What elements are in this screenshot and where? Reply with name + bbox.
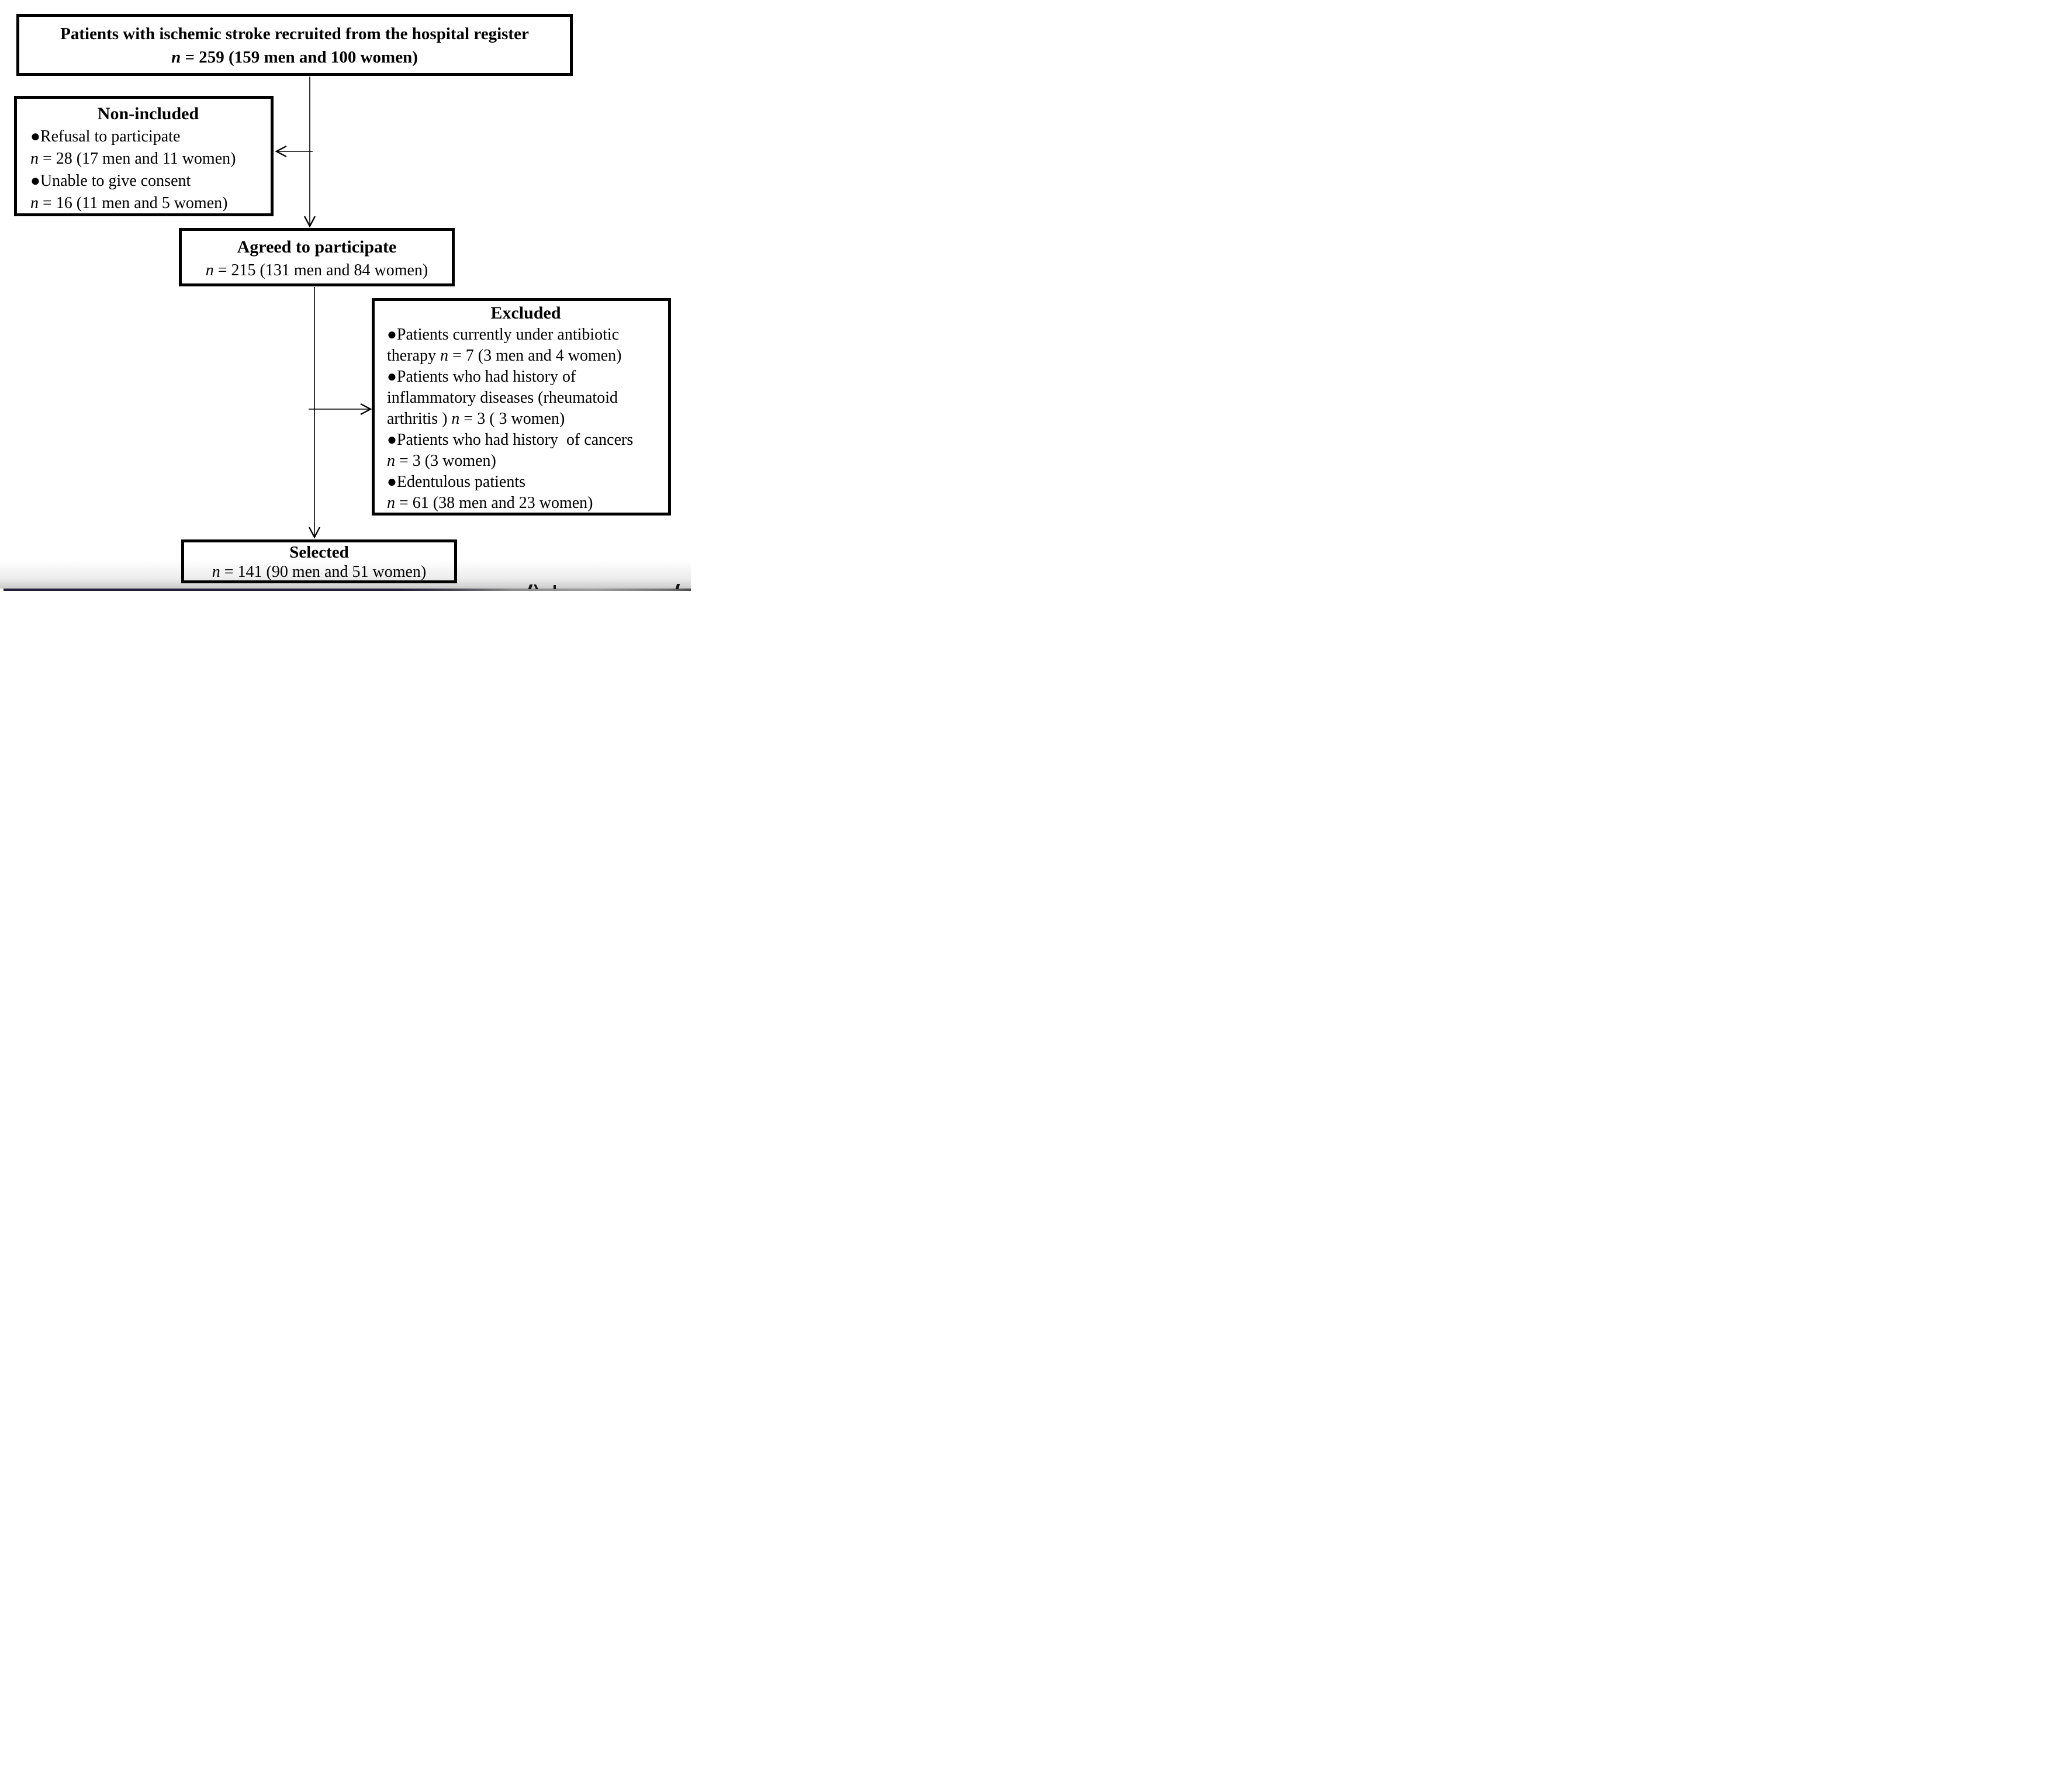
box-excluded: Excluded ●Patients currently under antib… — [372, 298, 671, 516]
flow-diagram: Patients with ischemic stroke recruited … — [0, 0, 691, 597]
box-text-line: ●Patients currently under antibiotic — [387, 326, 620, 344]
box-text-line: n = 215 (131 men and 84 women) — [205, 261, 428, 279]
box-text-line: ●Patients who had history of cancers — [387, 431, 634, 449]
box-non-included-title: Non-included — [97, 104, 199, 123]
box-excluded-body: ●Patients currently under antibiotic ther… — [387, 324, 665, 514]
box-selected: Selected n = 141 (90 men and 51 women) — [181, 539, 457, 583]
page-edge-line — [4, 589, 691, 591]
box-text-line: n = 28 (17 men and 11 women) — [30, 150, 236, 168]
box-selected-title: Selected — [289, 543, 349, 562]
page-artifact-mark — [554, 585, 556, 589]
box-selected-body: n = 141 (90 men and 51 women) — [184, 562, 454, 582]
box-text-line: n = 16 (11 men and 5 women) — [30, 194, 228, 212]
box-text-line: ●Refusal to participate — [30, 127, 181, 146]
box-text-line: n = 141 (90 men and 51 women) — [212, 563, 427, 581]
arrow-recruited-to-agreed — [303, 77, 316, 228]
box-agreed: Agreed to participate n = 215 (131 men a… — [179, 228, 455, 286]
box-text-line: ●Edentulous patients — [387, 473, 525, 491]
box-text-line: n = 3 (3 women) — [387, 452, 496, 470]
box-text-line: arthritis ) n = 3 ( 3 women) — [387, 410, 565, 428]
box-text-line: ●Patients who had history of — [387, 368, 576, 386]
box-text-line: therapy n = 7 (3 men and 4 women) — [387, 347, 622, 365]
box-text-line: inflammatory diseases (rheumatoid — [387, 389, 618, 407]
arrow-branch-to-non-included — [275, 145, 313, 158]
arrow-branch-to-excluded — [309, 403, 372, 416]
box-agreed-title: Agreed to participate — [237, 237, 397, 257]
box-text-line: ●Unable to give consent — [30, 172, 191, 190]
box-recruited: Patients with ischemic stroke recruited … — [16, 14, 573, 76]
box-recruited-body: n = 259 (159 men and 100 women) — [19, 46, 570, 69]
box-excluded-title: Excluded — [490, 303, 561, 323]
box-text-line: n = 259 (159 men and 100 women) — [171, 48, 418, 67]
page-edge-gradient — [0, 560, 691, 589]
box-agreed-body: n = 215 (131 men and 84 women) — [182, 259, 452, 282]
box-non-included: Non-included ●Refusal to participate n = … — [14, 96, 274, 216]
arrow-agreed-to-selected — [308, 287, 321, 539]
box-non-included-body: ●Refusal to participate n = 28 (17 men an… — [30, 126, 266, 215]
box-recruited-title: Patients with ischemic stroke recruited … — [60, 25, 529, 43]
box-text-line: n = 61 (38 men and 23 women) — [387, 494, 593, 512]
